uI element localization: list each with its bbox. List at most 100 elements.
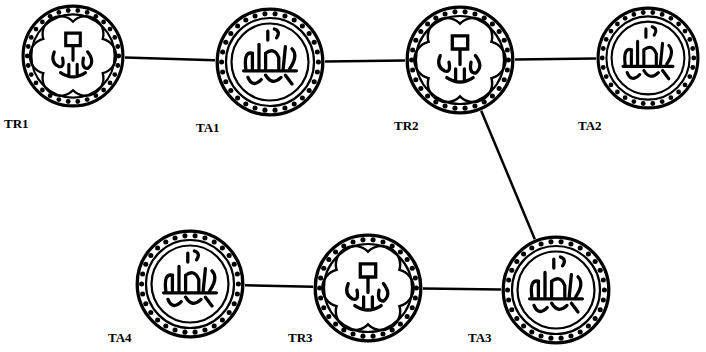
die-link: [125, 58, 215, 61]
bead-dot: [641, 10, 646, 15]
bead-dot: [85, 97, 90, 102]
inner-field: [152, 246, 229, 323]
bead-dot: [505, 68, 510, 73]
bead-dot: [227, 253, 232, 258]
bead-dot: [578, 329, 583, 334]
bead-dot: [690, 46, 695, 51]
bead-dot: [321, 266, 326, 271]
bead-dot: [307, 31, 312, 36]
die-link: [481, 111, 535, 239]
die-link: [325, 60, 405, 62]
bead-dot: [604, 37, 609, 42]
coin-rim: [598, 8, 698, 108]
bead-dot: [139, 281, 144, 286]
bead-dot: [418, 86, 423, 91]
bead-dot: [398, 250, 403, 255]
bead-dot: [193, 233, 198, 238]
bead-dot: [312, 79, 317, 84]
bead-dot: [529, 329, 534, 334]
bead-dot: [312, 40, 317, 45]
bead-dot: [316, 59, 321, 64]
bead-dot: [112, 35, 117, 40]
coin-label: TR2: [394, 118, 419, 134]
bead-dot: [452, 9, 457, 14]
bead-dot: [623, 16, 628, 21]
bead-dot: [598, 307, 603, 312]
bead-dot: [623, 95, 628, 100]
bead-dot: [318, 275, 323, 280]
inner-ring: [512, 246, 600, 334]
bead-dot: [75, 99, 80, 104]
bead-dot: [140, 292, 145, 297]
bead-dot: [559, 239, 564, 244]
coin-drawing: [21, 4, 125, 108]
bead-dot: [615, 22, 620, 27]
bead-dot: [115, 44, 120, 49]
bead-dot: [108, 81, 113, 86]
bead-dot: [236, 281, 241, 286]
bead-dot: [228, 88, 233, 93]
bead-dot: [219, 59, 224, 64]
bead-dot: [243, 101, 248, 106]
coin-legend-art: [244, 29, 297, 84]
bead-dot: [676, 90, 681, 95]
coin-drawing: [135, 229, 245, 339]
bead-dot: [155, 317, 160, 322]
bead-dot: [29, 72, 34, 77]
bead-dot: [56, 97, 61, 102]
bead-dot: [676, 22, 681, 27]
bead-dot: [40, 88, 45, 93]
bead-dot: [490, 21, 495, 26]
bead-dot: [143, 262, 148, 267]
coin-label: TA4: [108, 330, 132, 346]
coin-node: TA2: [596, 6, 700, 110]
bead-dot: [668, 95, 673, 100]
coin-label: TA1: [196, 120, 220, 136]
bead-dot: [253, 13, 258, 18]
bead-dot: [609, 83, 614, 88]
rosette-frame: [322, 246, 413, 330]
inner-ring: [606, 16, 689, 99]
bead-dot: [155, 246, 160, 251]
bead-dot: [163, 323, 168, 328]
bead-dot: [418, 29, 423, 34]
bead-dot: [85, 10, 90, 15]
bead-dot: [148, 253, 153, 258]
bead-dot: [506, 277, 511, 282]
bead-dot: [668, 16, 673, 21]
bead-dot: [529, 246, 534, 251]
link-line: [481, 111, 535, 239]
die-link: [423, 288, 501, 290]
bead-dot: [586, 323, 591, 328]
coin-legend-art: [530, 257, 583, 312]
bead-dot: [351, 332, 356, 337]
coin-node: TA3: [501, 235, 611, 345]
bead-dot: [405, 314, 410, 319]
bead-dot: [380, 332, 385, 337]
bead-dot: [413, 275, 418, 280]
bead-dot: [650, 101, 655, 106]
bead-dot: [326, 257, 331, 262]
coin-rim: [315, 235, 421, 341]
rosette-frame: [414, 18, 505, 102]
bead-dot: [497, 86, 502, 91]
coin-legend-art: [164, 251, 217, 306]
bead-dot: [472, 104, 477, 109]
bead-dot: [463, 106, 468, 111]
bead-dot: [410, 266, 415, 271]
bead-dot: [578, 246, 583, 251]
bead-dot: [452, 106, 457, 111]
bead-dot: [505, 287, 510, 292]
bead-dot: [660, 99, 665, 104]
bead-dot: [509, 307, 514, 312]
bead-dot: [235, 95, 240, 100]
coin-drawing: [215, 7, 325, 117]
bead-dot: [683, 83, 688, 88]
bead-dot: [472, 11, 477, 16]
bead-dot: [318, 296, 323, 301]
bead-dot: [232, 301, 237, 306]
bead-dot: [405, 257, 410, 262]
bead-dot: [262, 108, 267, 113]
bead-dot: [282, 13, 287, 18]
bead-dot: [601, 277, 606, 282]
